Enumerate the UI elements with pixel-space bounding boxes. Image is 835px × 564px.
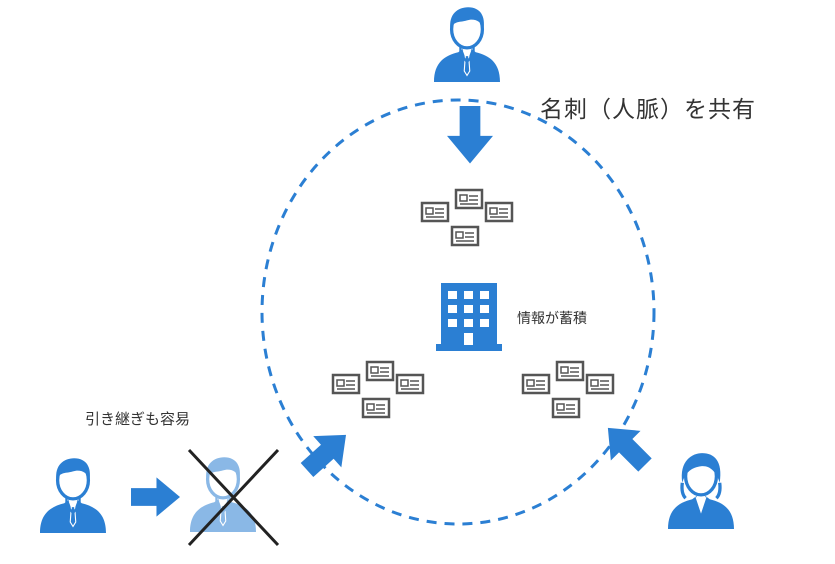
business-card-icon-group-top	[422, 190, 512, 245]
accumulate-label: 情報が蓄積	[517, 311, 587, 327]
handover-label: 引き継ぎも容易	[85, 410, 191, 428]
person-icon-departed	[188, 455, 258, 534]
business-card-icon-group-left	[333, 362, 423, 417]
person-icon-left	[38, 456, 108, 535]
sharing-circle	[260, 98, 656, 526]
building-icon	[436, 283, 502, 351]
arrow-icon-down	[447, 106, 493, 164]
person-icon-top	[432, 5, 502, 84]
business-card-icon-group-right	[523, 362, 613, 417]
cross-icon	[187, 448, 280, 547]
person-icon-woman	[666, 451, 736, 531]
arrow-icon-up-right	[292, 419, 361, 486]
share-label: 名刺（人脈）を共有	[540, 97, 756, 123]
arrow-icon-right	[131, 477, 180, 517]
